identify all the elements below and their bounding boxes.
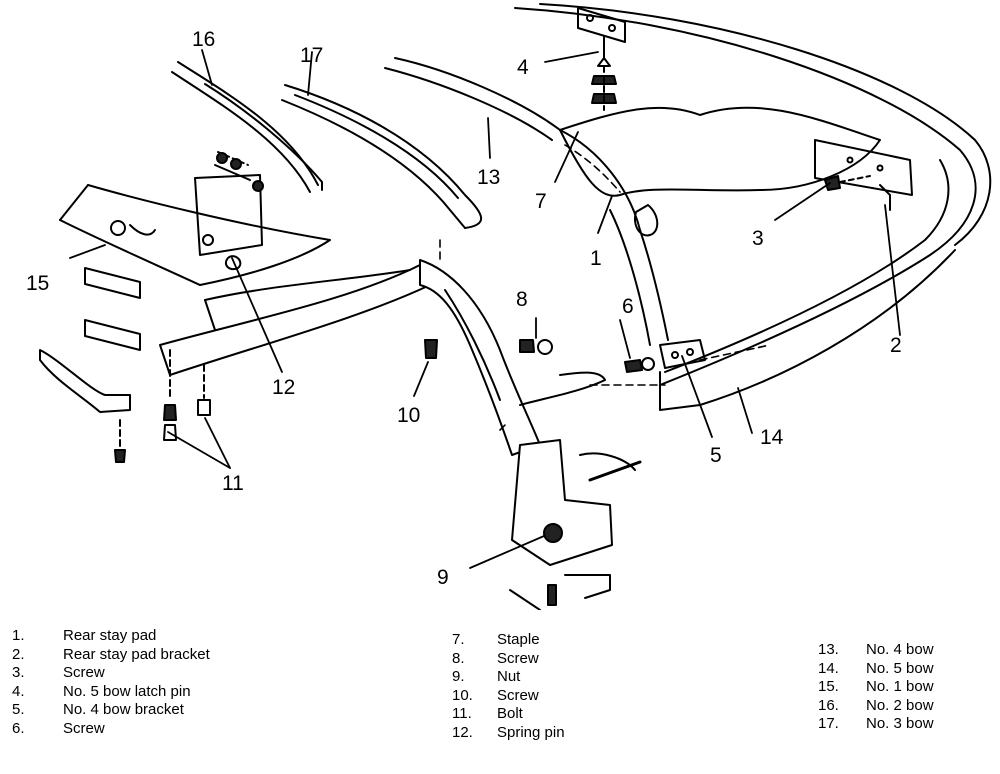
callout-16: 16 [192,28,215,51]
legend-item-5: 5. No. 4 bow bracket [12,701,210,720]
legend-number: 11. [452,705,472,723]
bolts-11 [163,349,211,441]
callout-17: 17 [300,44,323,67]
leader-lines [69,49,901,569]
legend-label: No. 5 bow latch pin [63,682,191,700]
legend-item-4: 4. No. 5 bow latch pin [12,683,210,702]
legend-number: 7. [452,631,465,648]
legend-label: Screw [63,719,105,737]
rear-latch-plate [577,7,626,43]
callout-15: 15 [26,272,49,295]
callout-numbers: 1 2 3 4 5 6 7 8 9 10 11 12 13 14 15 16 1… [26,28,902,589]
legend-column-1: 1.Rear stay pad 2.Rear stay pad bracket … [12,627,210,739]
callout-11: 11 [222,472,244,495]
alignment-lines [439,144,771,431]
no1-bow [59,184,331,286]
legend-item-3: 3. Screw [12,664,210,683]
legend-label: Screw [497,649,539,667]
legend-number: 2. [12,645,25,663]
legend-label: Rear stay pad bracket [63,645,210,663]
legend-number: 1. [12,627,25,644]
legend-item-6: 6. Screw [12,720,210,739]
main-hinge-arm [419,259,606,456]
legend-label: No. 1 bow [866,678,934,696]
legend-number: 3. [12,664,25,682]
legend-number: 4. [12,682,25,700]
legend-item-12: 12. Spring pin [452,724,565,743]
legend-label: Bolt [497,705,523,723]
no3-bow [281,84,483,229]
callout-6: 6 [622,295,634,318]
legend-number: 14. [818,659,839,677]
legend-column-2: 7.Staple 8.Screw 9.Nut 10.Screw 11.Bolt … [452,631,565,743]
no5-bow-rail [514,3,992,411]
legend-label: No. 5 bow [866,659,934,677]
latch-pin-assembly [591,35,617,111]
legend-label: Screw [63,664,105,682]
legend-label: Screw [497,686,539,704]
no2-bow [171,61,323,193]
legend-item-13: 13. No. 4 bow [818,641,934,660]
legend-label: Nut [497,668,521,686]
legend-number: 17. [818,715,839,733]
legend-item-15: 15. No. 1 bow [818,678,934,697]
callout-3: 3 [752,227,764,250]
exploded-view-drawing: 1 2 3 4 5 6 7 8 9 10 11 12 13 14 15 16 1… [26,3,992,610]
legend-item-8: 8. Screw [452,650,565,669]
legend-number: 6. [12,719,25,737]
no4-bow [384,57,669,346]
legend-label: Rear stay pad [63,627,157,644]
legend-label: No. 3 bow [866,715,934,733]
spring-pin-link [194,151,264,271]
no4-bow-bracket [659,339,706,369]
legend-number: 5. [12,701,25,719]
screw-6 [624,357,655,373]
legend-label: No. 2 bow [866,696,934,714]
callout-1: 1 [590,247,602,270]
legend-label: Staple [497,631,540,648]
callout-4: 4 [517,56,529,79]
callout-9: 9 [437,566,449,589]
legend-label: No. 4 bow [866,641,934,658]
legend-item-14: 14. No. 5 bow [818,660,934,679]
callout-12: 12 [272,376,295,399]
legend-item-16: 16. No. 2 bow [818,697,934,716]
legend-column-3: 13. No. 4 bow 14. No. 5 bow 15. No. 1 bow 1… [818,641,934,734]
screw-3 [824,175,871,191]
legend-number: 13. [818,641,839,658]
legend-number: 8. [452,649,465,667]
legend-number: 16. [818,696,839,714]
screw-10 [424,339,438,359]
legend-number: 12. [452,723,473,741]
callout-8: 8 [516,288,528,311]
callout-13: 13 [477,166,500,189]
rear-stay-pad-bracket [814,139,913,211]
callout-5: 5 [710,444,722,467]
legend-item-7: 7. Staple [452,631,565,650]
front-latch-hardware [39,267,141,463]
legend-item-10: 10. Screw [452,687,565,706]
legend-item-2: 2. Rear stay pad bracket [12,646,210,665]
callout-10: 10 [397,404,420,427]
lower-stud [509,574,611,610]
legend-number: 15. [818,678,839,696]
legend-item-11: 11. Bolt [452,705,565,724]
legend-item-9: 9. Nut [452,668,565,687]
pivot-bracket [511,439,642,566]
legend-item-1: 1. Rear stay pad [12,627,210,646]
legend-label: No. 4 bow bracket [63,701,184,719]
callout-14: 14 [760,426,784,449]
legend-number: 9. [452,668,465,686]
legend-item-17: 17. No. 3 bow [818,715,934,734]
legend-label: Spring pin [497,723,565,741]
screw-8 [519,339,553,355]
side-rail [159,264,431,376]
callout-7: 7 [535,190,547,213]
callout-2: 2 [890,334,902,357]
top-fabric [559,106,881,197]
legend-number: 10. [452,686,473,704]
